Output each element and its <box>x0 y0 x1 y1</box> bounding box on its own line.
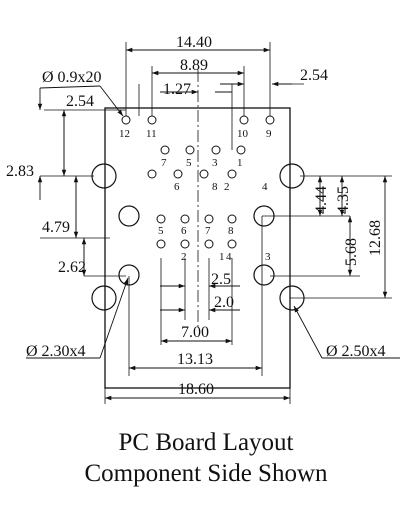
pin-label-3: 3 <box>265 251 271 263</box>
dim-2-54-left: 2.54 <box>66 93 94 110</box>
dim-hole-0-9x20: Ø 0.9x20 <box>42 69 102 86</box>
pin-label-7: 7 <box>205 225 211 237</box>
pin-label-8: 8 <box>228 225 234 237</box>
pin-holes <box>121 115 275 249</box>
pin-label-8: 8 <box>212 181 218 193</box>
caption-title: PC Board Layout <box>118 429 294 456</box>
pin-label-11: 11 <box>146 128 157 140</box>
dim-2-62: 2.62 <box>58 259 86 276</box>
dim-4-35: 4.35 <box>335 186 352 214</box>
vertical-dimension-labels: 4.44 4.35 5.68 12.68 <box>313 186 384 266</box>
pin-label-5: 5 <box>186 157 192 169</box>
dim-18-60: 18.60 <box>178 381 214 398</box>
pin-label-4: 4 <box>226 251 232 263</box>
dim-13-13: 13.13 <box>177 351 213 368</box>
pin-label-6: 6 <box>174 181 180 193</box>
pin-label-10: 10 <box>237 128 249 140</box>
pin-label-9: 9 <box>266 128 272 140</box>
pin-label-3: 3 <box>212 157 218 169</box>
dim-8-89: 8.89 <box>180 57 208 74</box>
dim-1-27: 1.27 <box>163 81 191 98</box>
dimension-lines <box>26 47 400 401</box>
pin-label-6: 6 <box>181 225 187 237</box>
dim-2-0: 2.0 <box>214 294 234 311</box>
pin-label-4: 4 <box>262 181 268 193</box>
dim-7-00: 7.00 <box>181 324 209 341</box>
pin-label-7: 7 <box>161 157 167 169</box>
dim-2-54-right: 2.54 <box>300 67 328 84</box>
pin-labels: 12 11 10 9 7 5 3 1 6 8 2 4 5 6 7 8 2 1 4… <box>119 128 272 263</box>
pin-label-2: 2 <box>181 251 187 263</box>
dim-14-40: 14.40 <box>176 34 212 51</box>
dim-5-68: 5.68 <box>343 238 360 266</box>
dim-2-5: 2.5 <box>211 271 231 288</box>
dim-4-44: 4.44 <box>313 186 330 214</box>
dim-2-83: 2.83 <box>6 163 34 180</box>
pin-label-12: 12 <box>119 128 130 140</box>
mounting-holes <box>91 163 305 311</box>
pin-label-1: 1 <box>219 251 225 263</box>
pin-label-2: 2 <box>224 181 230 193</box>
dim-hole-2-50x4: Ø 2.50x4 <box>326 343 386 360</box>
pin-label-5: 5 <box>158 225 164 237</box>
pin-label-1: 1 <box>237 157 243 169</box>
dim-4-79: 4.79 <box>42 219 70 236</box>
dim-12-68: 12.68 <box>367 220 384 256</box>
dimension-labels: 14.40 8.89 1.27 2.54 2.54 Ø 0.9x20 2.83 … <box>6 34 386 398</box>
dim-hole-2-30x4: Ø 2.30x4 <box>26 343 86 360</box>
caption-subtitle: Component Side Shown <box>84 460 328 487</box>
board-outline <box>104 107 291 389</box>
